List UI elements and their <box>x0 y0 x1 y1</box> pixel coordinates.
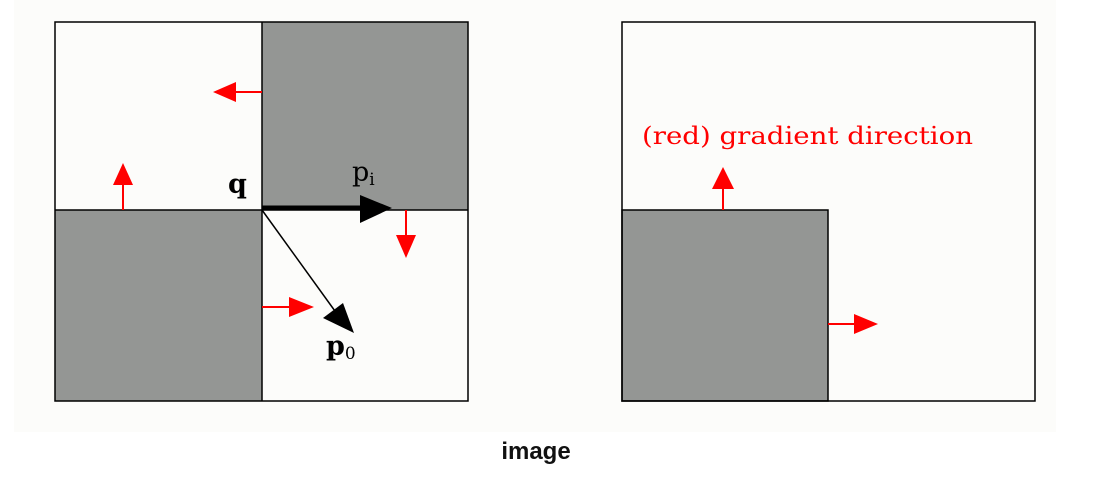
gradient-arrow-down <box>396 210 416 258</box>
point-label-q: q <box>228 169 247 200</box>
vector-label-p1: pi <box>352 157 375 190</box>
vector-arrow-p1 <box>262 195 392 223</box>
vector-label-p1-base: p <box>352 157 369 188</box>
bottom-left-dark-square <box>55 210 262 401</box>
gradient-arrow-up <box>113 163 133 210</box>
right-panel: (red) gradient direction <box>621 21 1036 402</box>
vector-label-p0: p0 <box>326 331 356 364</box>
gradient-arrow-right <box>828 314 878 334</box>
right-panel-border <box>621 21 1036 402</box>
gradient-arrow-up <box>712 167 734 210</box>
vector-label-p1-subscript: i <box>369 170 375 190</box>
legend-text: (red) gradient direction <box>642 122 973 150</box>
vector-arrow-p0 <box>261 209 354 333</box>
vector-label-p0-base: p <box>326 331 345 362</box>
gradient-arrow-left <box>213 82 262 102</box>
left-panel-border <box>54 21 469 402</box>
corner-gradient-diagram: q pi p0 (red) gradient direction <box>54 21 1036 402</box>
top-right-dark-square <box>262 22 468 210</box>
vector-label-p0-subscript: 0 <box>345 344 356 364</box>
figure-caption: image <box>501 438 571 465</box>
dark-square <box>621 209 829 402</box>
left-panel: q pi p0 <box>54 21 469 402</box>
gradient-arrow-right <box>262 297 314 317</box>
